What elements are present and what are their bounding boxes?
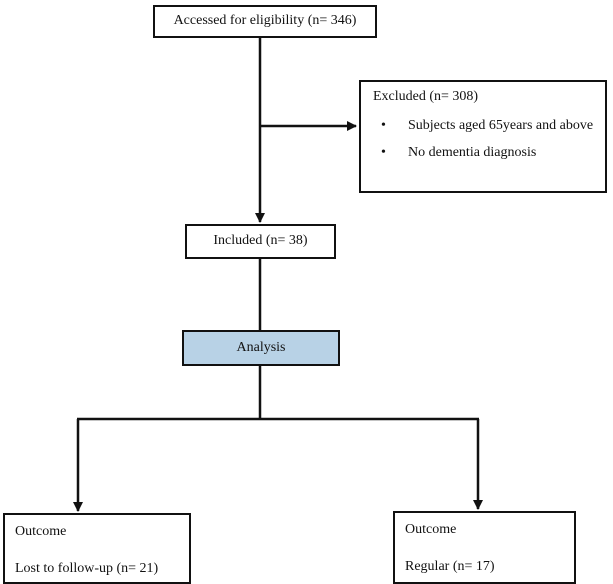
outcome-lost-text: Lost to follow-up (n= 21): [15, 560, 159, 576]
excluded-item: Subjects aged 65years and above: [381, 117, 595, 135]
outcome-regular-box: Outcome Regular (n= 17): [393, 511, 576, 584]
excluded-list: Subjects aged 65years and above No demen…: [373, 117, 595, 163]
excluded-title: Excluded (n= 308): [373, 89, 479, 104]
outcome-regular-title: Outcome: [405, 522, 457, 537]
excluded-box: Excluded (n= 308) Subjects aged 65years …: [359, 80, 607, 193]
included-label: Included (n= 38): [213, 233, 308, 249]
analysis-label: Analysis: [236, 339, 286, 355]
eligibility-label: Accessed for eligibility (n= 346): [173, 13, 357, 29]
analysis-box: Analysis: [182, 330, 340, 366]
outcome-regular-text: Regular (n= 17): [405, 558, 495, 574]
excluded-item: No dementia diagnosis: [381, 144, 595, 162]
eligibility-box: Accessed for eligibility (n= 346): [153, 5, 377, 38]
outcome-lost-box: Outcome Lost to follow-up (n= 21): [3, 513, 191, 584]
outcome-lost-title: Outcome: [15, 524, 67, 539]
included-box: Included (n= 38): [185, 224, 336, 259]
